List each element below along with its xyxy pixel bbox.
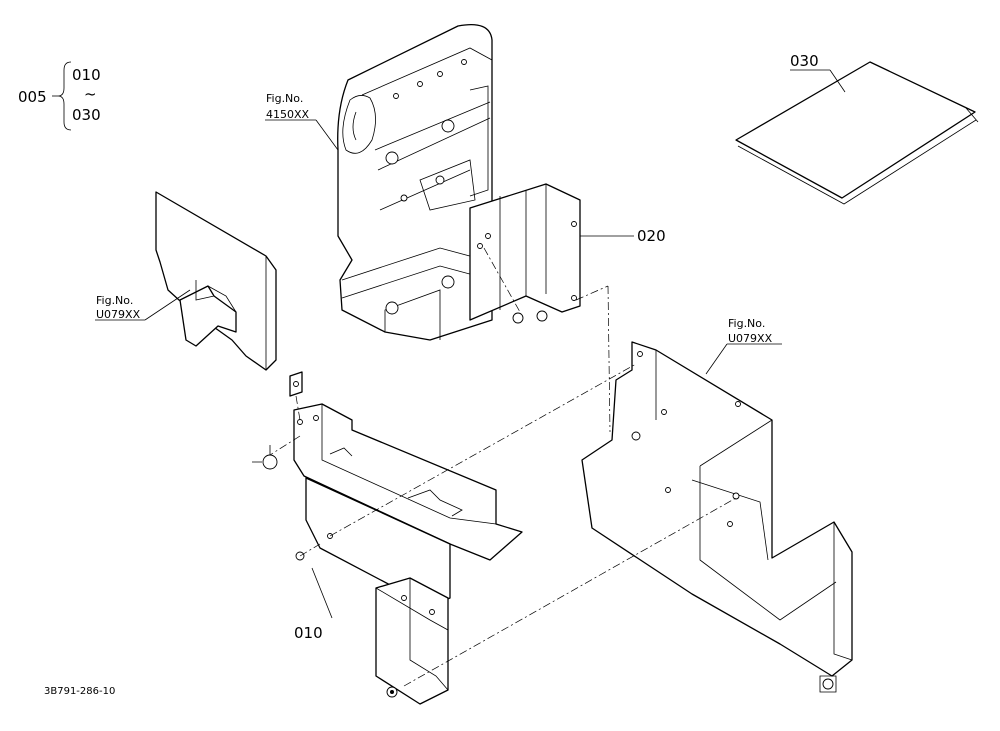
part-020-bracket [469,183,581,324]
part-010-leader [311,567,333,619]
right-cover-fig-label: Fig.No. [728,317,765,330]
drawing-code: 3B791-286-10 [44,686,115,697]
right-cover-fig-number: U079XX [728,332,773,345]
set-number-label: 005 [18,88,47,106]
seat-fig-number: 4150XX [266,108,310,121]
assembly-lines [269,285,737,687]
seat-fig-label: Fig.No. [266,92,303,105]
left-cover-fig-number: U079XX [96,308,141,321]
left-cover-leader [144,289,191,321]
seat-ref-leader [315,119,339,151]
range-start-label: 010 [72,66,101,84]
left-cover-fig-label: Fig.No. [96,294,133,307]
part-010-bracket [252,403,523,705]
right-cover-leader [705,343,728,375]
part-030-label: 030 [790,52,819,70]
left-cover [155,191,303,397]
right-cover [581,341,853,693]
part-030-sheet [735,61,979,205]
part-020-label: 020 [637,227,666,245]
set-bracket [52,61,72,131]
part-030-leader [829,69,846,93]
part-010-label: 010 [294,624,323,642]
range-tilde-label: ~ [84,85,97,103]
seat-assembly [337,23,493,341]
range-end-label: 030 [72,106,101,124]
